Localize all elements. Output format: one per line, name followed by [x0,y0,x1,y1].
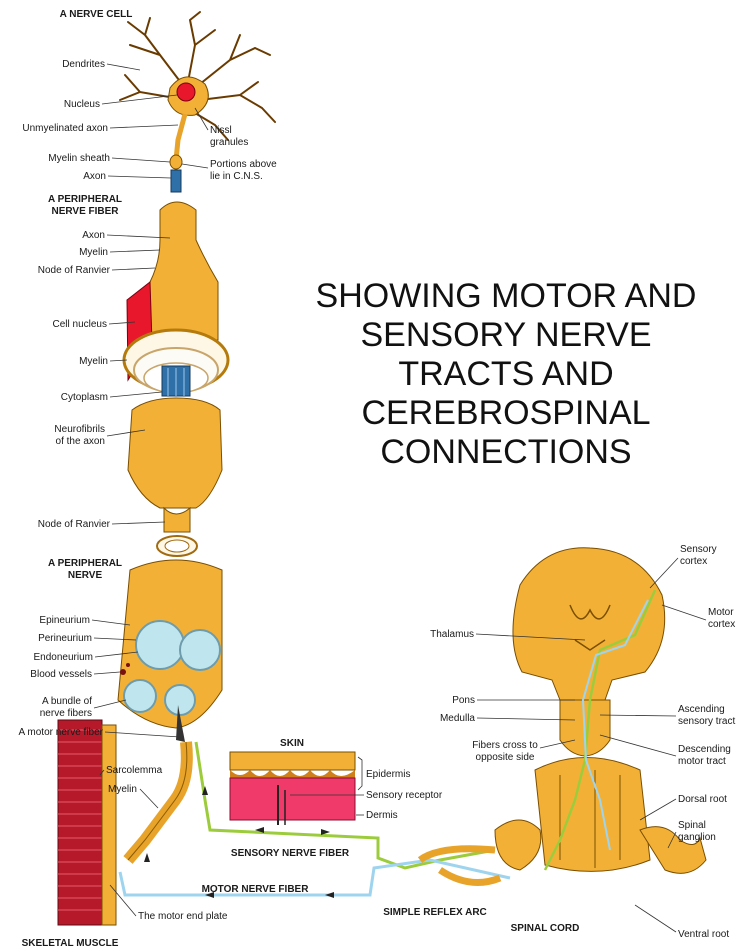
peripheral-nerve-fiber-illustration [124,202,228,556]
cell-right-labels: Nissl granules Portions above lie in C.N… [182,108,277,182]
motor-nerve-fiber-label: MOTOR NERVE FIBER [202,884,310,895]
label-myelin-2: Myelin [79,356,108,367]
label-fibers-cross-2: opposite side [476,752,535,763]
peripheral-nerve-heading-1: A PERIPHERAL [48,558,122,569]
label-motor-nerve-fiber: A motor nerve fiber [19,727,104,738]
label-cell-nucleus: Cell nucleus [53,319,107,330]
label-neurofibrils-2: of the axon [56,436,105,447]
label-unmyelinated-axon: Unmyelinated axon [22,123,108,134]
peripheral-fiber-heading-2: NERVE FIBER [51,206,119,217]
label-nissl-2: granules [210,137,248,148]
cell-nucleus-dot [177,83,195,101]
label-sensory-cortex-1: Sensory [680,544,717,555]
label-axon-2: Axon [82,230,105,241]
label-motor-cortex-1: Motor [708,607,734,618]
label-spinal-ganglion-1: Spinal [678,820,706,831]
label-epineurium: Epineurium [39,615,90,626]
label-node-of-ranvier-1: Node of Ranvier [38,265,111,276]
label-pons: Pons [452,695,475,706]
label-node-of-ranvier-2: Node of Ranvier [38,519,111,530]
label-cytoplasm: Cytoplasm [61,392,108,403]
title-line-1: SHOWING MOTOR AND [316,277,697,315]
nerve-cell-heading: A NERVE CELL [60,9,133,20]
label-dorsal-root: Dorsal root [678,794,727,805]
label-axon-1: Axon [83,171,106,182]
label-nucleus: Nucleus [64,99,100,110]
label-endoneurium: Endoneurium [34,652,93,663]
title-line-4: CEREBROSPINAL [361,394,650,432]
label-motor-end-plate: The motor end plate [138,911,228,922]
label-dermis: Dermis [366,810,398,821]
label-thalamus: Thalamus [430,629,474,640]
title-line-5: CONNECTIONS [380,433,631,471]
peripheral-nerve-illustration [118,560,222,742]
label-bundle-2: nerve fibers [40,708,92,719]
label-descending-2: motor tract [678,756,726,767]
title-line-3: TRACTS AND [398,355,613,393]
title-line-2: SENSORY NERVE [360,316,651,354]
label-ascending-2: sensory tract [678,716,735,727]
skeletal-muscle-illustration [58,720,116,925]
label-blood-vessels: Blood vessels [30,669,92,680]
skin-illustration [230,752,355,825]
motor-fiber-strand [128,742,187,860]
label-motor-cortex-2: cortex [708,619,735,630]
label-dendrites: Dendrites [62,59,105,70]
label-ascending-1: Ascending [678,704,725,715]
label-perineurium: Perineurium [38,633,92,644]
label-spinal-ganglion-2: ganglion [678,832,716,843]
label-myelin-3: Myelin [108,784,137,795]
skeletal-muscle-heading: SKELETAL MUSCLE [22,938,119,949]
label-myelin-sheath: Myelin sheath [48,153,110,164]
label-medulla: Medulla [440,713,475,724]
label-sensory-cortex-2: cortex [680,556,707,567]
label-descending-1: Descending [678,744,731,755]
label-sarcolemma: Sarcolemma [106,765,163,776]
label-epidermis: Epidermis [366,769,410,780]
label-portions-above-2: lie in C.N.S. [210,171,263,182]
reflex-arc-heading: SIMPLE REFLEX ARC [383,907,487,918]
label-neurofibrils-1: Neurofibrils [54,424,105,435]
sensory-nerve-fiber-label: SENSORY NERVE FIBER [231,848,350,859]
label-fibers-cross-1: Fibers cross to [472,740,538,751]
label-sensory-receptor: Sensory receptor [366,790,443,801]
label-nissl-1: Nissl [210,125,232,136]
diagram-title: SHOWING MOTOR AND SENSORY NERVE TRACTS A… [316,277,697,471]
peripheral-nerve-heading-2: NERVE [68,570,103,581]
spinal-cord-heading: SPINAL CORD [511,923,580,934]
skin-heading: SKIN [280,738,304,749]
label-myelin-1: Myelin [79,247,108,258]
label-bundle-1: A bundle of [42,696,92,707]
label-ventral-root: Ventral root [678,929,729,940]
label-portions-above-1: Portions above [210,159,277,170]
peripheral-fiber-heading-1: A PERIPHERAL [48,194,122,205]
